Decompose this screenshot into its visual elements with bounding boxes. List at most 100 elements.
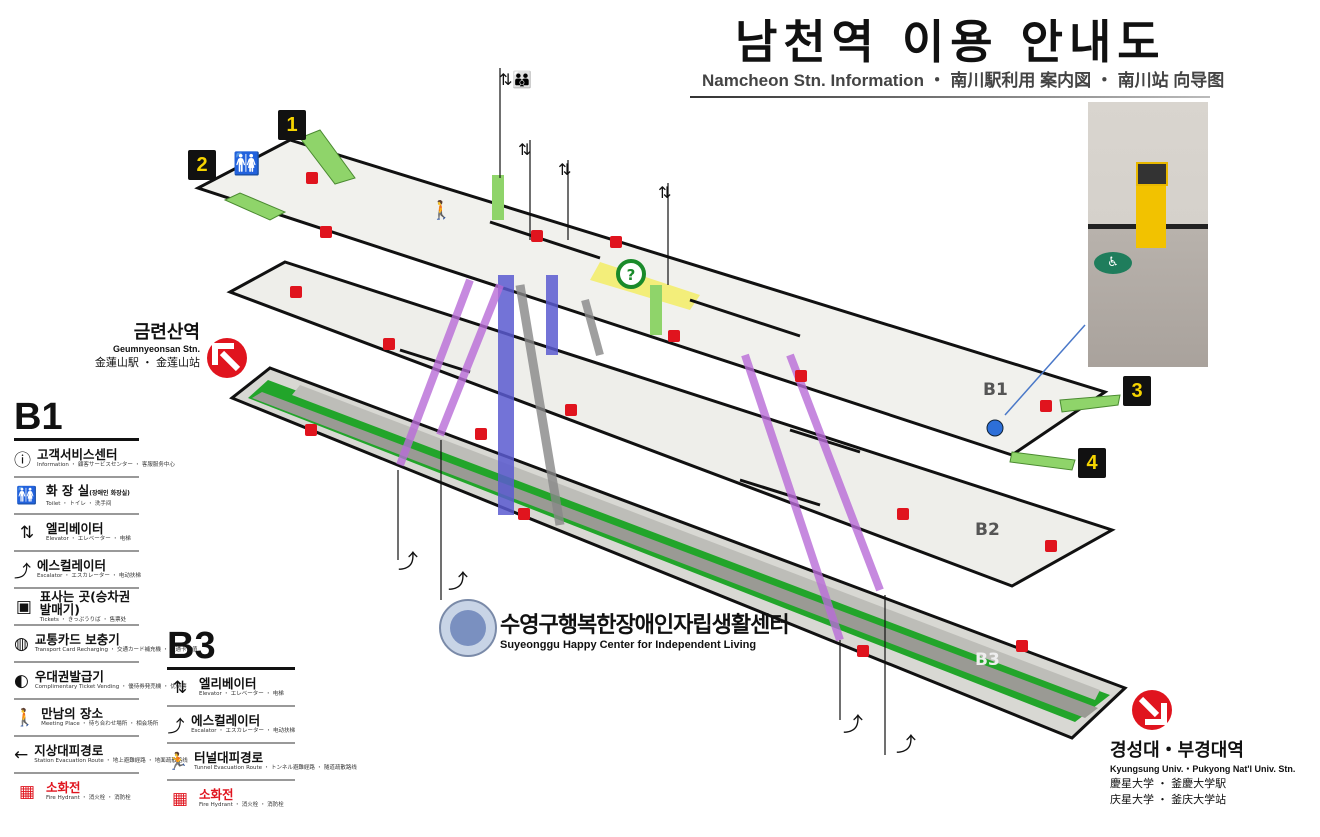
legend-item-label: 화 장 실 xyxy=(46,482,90,498)
legend-item: ← 지상대피경로 Station Evacuation Route ・ 地上避難… xyxy=(14,737,188,774)
station-left-cn: 金蓮山駅 ・ 金莲山站 xyxy=(94,357,200,369)
legend-item-sub: Elevator ・ エレベーター ・ 电梯 xyxy=(46,536,131,542)
station-right-en: Kyungsung Univ.・Pukyong Nat'l Univ. Stn. xyxy=(1110,764,1296,774)
escalator xyxy=(396,278,474,467)
wheelchair-icon: ♿ xyxy=(1094,252,1132,274)
station-left: 금련산역 Geumnyeonsan Stn. 金蓮山駅 ・ 金莲山站 xyxy=(90,318,200,370)
location-marker xyxy=(986,419,1004,437)
elevator-icon: ⇅ xyxy=(172,677,188,698)
legend-b3-title: B3 xyxy=(167,625,216,667)
meeting-place-icon: 🚶 xyxy=(430,200,453,221)
legend-item-extra: (장애인 화장실) xyxy=(89,489,130,497)
elevator-shaft xyxy=(498,275,514,515)
legend-item: ◍ 교통카드 보충기 Transport Card Recharging ・ 交… xyxy=(14,626,198,663)
kiosk-photo: ♿ xyxy=(1088,102,1208,367)
legend-item: 🚻 화 장 실(장애인 화장실) Toilet ・ トイレ ・ 洗手间 xyxy=(14,478,139,515)
legend-item-sub: Escalator ・ エスカレーター ・ 电动扶梯 xyxy=(191,728,295,734)
legend-item-label: 소화전 xyxy=(199,787,234,802)
elevator-shaft xyxy=(546,275,558,355)
meeting-place-icon: 🚶 xyxy=(14,707,36,728)
legend-item-sub: Complimentary Ticket Vending ・ 優待券発売機 ・ … xyxy=(34,684,187,690)
escalator-icon: ⤴ xyxy=(843,712,863,736)
legend-item: ⇅ 엘리베이터 Elevator ・ エレベーター ・ 电梯 xyxy=(167,670,295,707)
legend-item-sub: Tunnel Evacuation Route ・ トンネル避難経路 ・ 隧道疏… xyxy=(194,765,357,771)
legend-item-sub: Station Evacuation Route ・ 地上避難経路 ・ 地面疏散… xyxy=(34,758,188,764)
exit-ramps xyxy=(223,129,1121,471)
escalator-icon: ⤴ xyxy=(448,569,468,593)
station-right: 경성대・부경대역 Kyungsung Univ.・Pukyong Nat'l U… xyxy=(1110,736,1295,807)
legend-item-label: 지상대피경로 xyxy=(34,743,104,758)
ground-evacuation-icon: ← xyxy=(14,744,29,765)
legend-item-sub: Fire Hydrant ・ 消火栓 ・ 消防栓 xyxy=(46,795,131,801)
legend-item: ⇅ 엘리베이터 Elevator ・ エレベーター ・ 电梯 xyxy=(14,515,139,552)
exit-2-badge: 2 xyxy=(188,150,216,180)
legend-b1-title: B1 xyxy=(14,396,63,438)
legend-item-sub: Toilet ・ トイレ ・ 洗手间 xyxy=(46,500,112,507)
exit-4-badge: 4 xyxy=(1078,448,1106,478)
ticket-machine-icon: ▣ xyxy=(15,596,32,617)
legend-item: ▦ 소화전 Fire Hydrant ・ 消火栓 ・ 消防栓 xyxy=(167,781,295,816)
kiosk-screen xyxy=(1136,162,1168,186)
legend-item: ⤴ 에스컬레이터 Escalator ・ エスカレーター ・ 电动扶梯 xyxy=(167,707,295,744)
svg-text:?: ? xyxy=(627,266,636,284)
escalator-icon: ⤴ xyxy=(896,732,916,756)
info-icon: ⓘ xyxy=(14,451,31,471)
elevator-shaft xyxy=(492,175,504,220)
legend-b3: B3 ⇅ 엘리베이터 Elevator ・ エレベーター ・ 电梯⤴ 에스컬레이… xyxy=(167,625,357,816)
legend-item: 🏃 터널대피경로 Tunnel Evacuation Route ・ トンネル避… xyxy=(167,744,357,781)
legend-item-sub: Escalator ・ エスカレーター ・ 电动扶梯 xyxy=(37,573,141,579)
tunnel-evacuation-icon: 🏃 xyxy=(167,751,189,772)
legend-item-label: 만남의 장소 xyxy=(41,706,104,721)
escalator xyxy=(581,298,604,357)
level-label-b2: B2 xyxy=(975,520,1000,540)
info-icon: ? xyxy=(616,259,646,289)
legend-item-sub: Information ・ 顧客サービスセンター ・ 客服服务中心 xyxy=(37,462,175,468)
legend-item: ⤴ 에스컬레이터 Escalator ・ エスカレーター ・ 电动扶梯 xyxy=(14,552,141,589)
complimentary-ticket-icon: ◐ xyxy=(14,670,29,691)
legend-item-sub: Elevator ・ エレベーター ・ 电梯 xyxy=(199,691,284,697)
escalator xyxy=(741,353,844,642)
legend-item-label: 교통카드 보충기 xyxy=(34,632,120,647)
elevator-shafts xyxy=(492,175,662,515)
legend-item-sub: Tickets ・ きっぷうりば ・ 售票处 xyxy=(39,616,127,623)
center-logo xyxy=(439,599,497,657)
exit-3-badge: 3 xyxy=(1123,376,1151,406)
station-right-cn1: 慶星大学 ・ 釜慶大学駅 xyxy=(1110,778,1227,790)
page-title: 남천역 이용 안내도 xyxy=(735,15,1166,69)
legend-item-label: 우대권발급기 xyxy=(34,669,104,684)
kiosk-body xyxy=(1136,186,1166,248)
elevator-icon: ⇅ xyxy=(658,183,672,202)
station-left-ko: 금련산역 xyxy=(133,322,200,342)
station-right-cn2: 庆星大学 ・ 釜庆大学站 xyxy=(1110,794,1227,806)
escalator xyxy=(515,284,565,526)
pointer-line xyxy=(1004,324,1086,416)
legend-item: ▣ 표사는 곳(승차권발매기) Tickets ・ きっぷうりば ・ 售票处 xyxy=(14,589,139,626)
legend-item-label: 고객서비스센터 xyxy=(37,447,118,462)
legend-item-label: 에스컬레이터 xyxy=(191,713,261,728)
exit-1-badge: 1 xyxy=(278,110,306,140)
legend-item-label: 표사는 곳(승차권발매기) xyxy=(39,588,131,617)
legend-item-sub: Meeting Place ・ 待ち合わせ場所 ・ 相会场所 xyxy=(41,721,159,727)
escalator-icon: ⤴ xyxy=(14,562,31,582)
elevator-icon: ⇅ xyxy=(558,160,572,179)
legend-item: 🚶 만남의 장소 Meeting Place ・ 待ち合わせ場所 ・ 相会场所 xyxy=(14,700,158,737)
toilet-icon: 🚻 xyxy=(233,152,261,177)
legend-item-label: 에스컬레이터 xyxy=(37,558,107,573)
legend-item: ◐ 우대권발급기 Complimentary Ticket Vending ・ … xyxy=(14,663,187,700)
elevator-icon: ⇅ xyxy=(518,140,532,159)
level-b3-slab xyxy=(229,366,1128,740)
legend-item-label: 터널대피경로 xyxy=(194,750,264,765)
escalator-icon: ⤴ xyxy=(398,549,418,573)
legend-item-sub: Transport Card Recharging ・ 交通カード補充機 ・ 交… xyxy=(34,647,198,653)
elevator-icon: ⇅👪 xyxy=(499,70,533,89)
level-label-b3: B3 xyxy=(975,650,1000,670)
legend-item: ⓘ 고객서비스센터 Information ・ 顧客サービスセンター ・ 客服服… xyxy=(14,441,175,478)
escalator xyxy=(786,353,884,592)
card-recharge-icon: ◍ xyxy=(14,633,29,654)
arrow-up-left-icon xyxy=(207,338,247,378)
legend-item: ▦ 소화전 Fire Hydrant ・ 消火栓 ・ 消防栓 xyxy=(14,774,139,809)
title-divider xyxy=(690,96,1210,98)
legend-item-label: 엘리베이터 xyxy=(46,521,104,536)
escalators xyxy=(396,278,884,642)
